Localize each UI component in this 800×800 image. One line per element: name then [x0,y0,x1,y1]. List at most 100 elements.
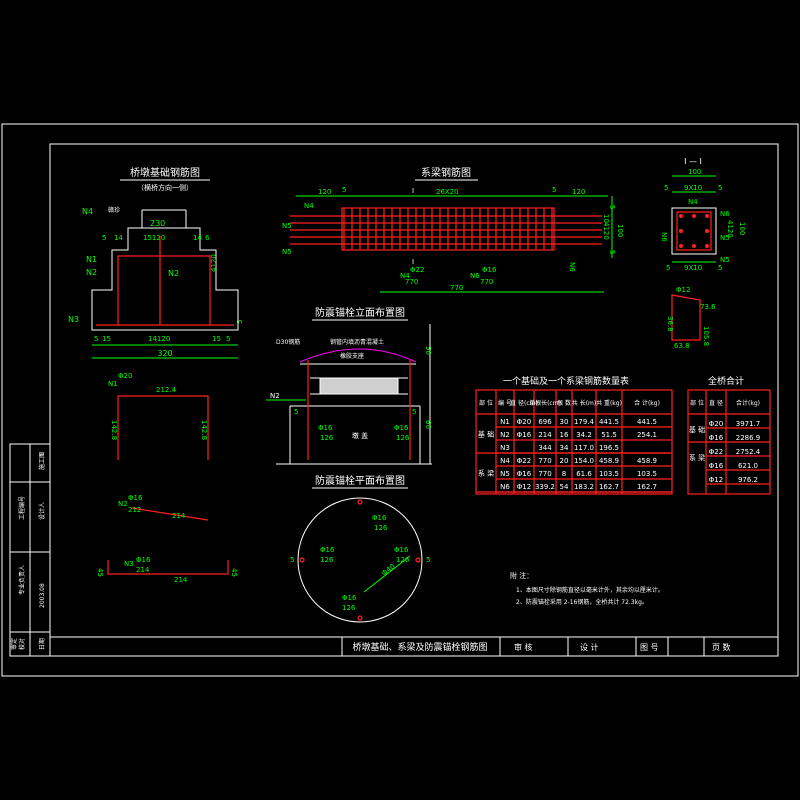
bar-n2-len: 212 [128,506,141,514]
tie-dim-mid: 26X20 [436,188,459,196]
notes: 附 注： 1、本图尺寸除钢筋直径以毫米计外，其余均以厘米计。 2、防震锚栓采用 … [510,571,664,606]
section-bar-dot [705,229,709,233]
bar-n1-hr: 142.8 [200,420,208,440]
anchor-pt-top [357,499,363,505]
tb-drawing-no: 图 号 [640,643,659,652]
table1-cell: 51.5 [601,431,617,439]
plan-dia-line [363,555,411,593]
title-block: 桥墩基础、系梁及防震锚栓钢筋图 审 核 设 计 图 号 页 数 [50,637,778,657]
label-n3: N3 [68,315,79,324]
table1-cell: 162.7 [599,483,619,491]
plan-p1l: 126 [374,524,388,532]
table1-sum: 162.7 [637,483,657,491]
table1-group: 基 础 [478,430,494,439]
table2-val: 3971.7 [736,420,761,428]
dim-row2c: 15120 [143,234,165,242]
table1-cell: 20 [560,457,569,465]
dim-bot1: 5 [94,335,98,343]
tb-design: 设 计 [580,642,599,652]
tie-r1: 10 [602,214,610,223]
section-bar-dot [692,214,696,218]
tie-r4: 100 [616,224,624,237]
sb-c4: 校对 [18,638,26,650]
anchor-plan-circle [297,497,423,623]
table2-dia: Φ12 [709,476,723,484]
tie-beam-title: 系梁钢筋图 [421,166,471,179]
section-bar-dot [692,244,696,248]
stirrup-l2: 105.8 [702,326,710,346]
anchor-126a: 126 [320,434,334,442]
tie-dim-right: 120 [572,188,585,196]
section-bot: 9X10 [684,264,702,272]
table2-grid [688,390,770,494]
table1-border [475,389,673,495]
bar-n2-path [131,507,209,521]
tie-r5: 5 [608,250,616,254]
table1-cell: N4 [500,457,510,465]
plan-five-l: 5 [290,556,294,564]
table1-cell: 30 [560,418,569,426]
bar-n3-len: 214 [136,566,150,574]
anchor-n2: N2 [270,392,280,400]
tie-label-n4: N4 [304,202,314,210]
bar-n2-n: N2 [118,500,128,508]
notes-line2: 2、防震锚栓采用 2-16钢筋，全桥共计 72.3kg。 [516,598,648,606]
anchor-h60: 60 [424,420,432,429]
anchor-5b: 5 [412,408,416,416]
section-5b: 5 [718,184,722,192]
anchor-label-pad: D30钢筋 [276,338,300,346]
anchor-center: 墩 盖 [352,431,368,440]
tie-label-n6b: N6 [470,272,480,280]
table2-part: 系 梁 [689,453,705,462]
plan-p1d: Φ16 [372,514,387,522]
table2-dia: Φ16 [709,462,724,470]
tie-d16: Φ16 [482,266,497,274]
rubber-bearing [319,377,399,395]
section-bar-dot [705,214,709,218]
bar-n3-shape: N3 Φ16 214 214 45 45 [96,556,238,584]
sb-date: 2003.08 [39,583,46,608]
pier-foundation-subtitle: （横桥方向一侧） [137,183,193,192]
table2-header: 直 径 [709,399,723,407]
sb-c2: 专业负责人 [18,565,26,595]
table1-cell: 339.2 [535,483,555,491]
table1-cell: Φ16 [517,431,532,439]
sb-c6: 日期 [38,638,46,650]
stirrup-l4: 63.8 [674,342,690,350]
dim-row2b: 14 [114,234,123,242]
anchor-pt-left [299,557,305,563]
table1-header: 共 长(m) [572,399,596,407]
plan-p4l: 126 [342,604,356,612]
anchor-d16b: Φ16 [394,424,409,432]
plan-dia: Φ40 [380,562,396,577]
table1-cell: 117.0 [574,444,594,452]
anchor-elevation-view: 防震锚栓立面布置图 D30钢筋 钢管内填沥青混凝土 橡胶支座 N2 Φ16 12… [266,306,432,465]
table1-header: 编 号 [498,399,512,407]
table1-header: 合 计(kg) [634,399,660,407]
table1-cell: 34.2 [576,431,592,439]
table1-header: 根 数 [557,399,571,407]
anchor-plan-view: 防震锚栓平面布置图 Φ16 126 Φ16 126 Φ16 126 Φ16 12… [290,474,430,623]
tie-dim-five-a: 5 [342,186,346,194]
section-5a: 5 [664,184,668,192]
foundation-outline [91,227,239,331]
table1-cell: N6 [500,483,510,491]
rebar-n1 [117,255,211,325]
tie-r3: 4120 [602,222,610,240]
tie-label-n4b: N4 [400,272,410,280]
section-title: I — I [684,157,702,166]
table1-cell: 54 [560,483,569,491]
section-n5b: N5 [720,256,730,264]
bar-n3-d: Φ16 [136,556,151,564]
table2-val: 2286.9 [736,434,761,442]
dim-top: 230 [150,219,165,228]
tie-dim-left: 120 [318,188,331,196]
table1-cell: 696 [538,418,552,426]
bar-n3-path [107,560,229,575]
section-bars [679,214,709,248]
table1-cell: 458.9 [599,457,619,465]
section-9x10: 9X10 [684,184,702,192]
dim-row2d: 14 [193,234,202,242]
table1-cell: 770 [538,470,551,478]
bar-n1-n: N1 [108,380,118,388]
